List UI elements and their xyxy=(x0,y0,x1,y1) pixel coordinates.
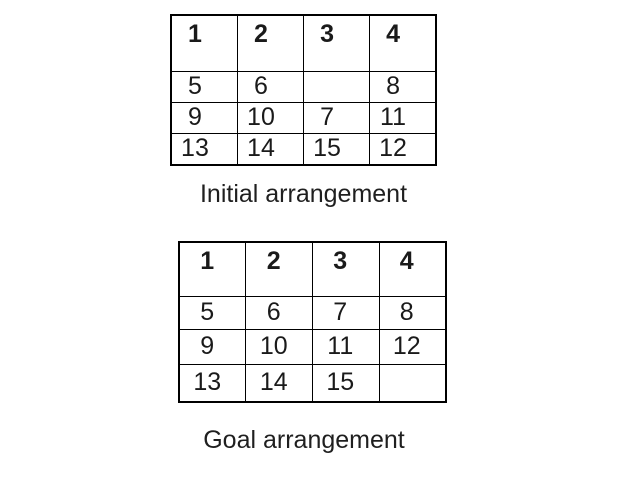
goal-arrangement-caption: Goal arrangement xyxy=(203,426,405,454)
grid-cell: 4 xyxy=(369,14,437,72)
grid-cell: 4 xyxy=(378,241,447,297)
table-row: 9 10 7 11 xyxy=(170,101,437,134)
grid-cell: 8 xyxy=(369,70,437,103)
grid-cell: 7 xyxy=(302,101,371,134)
table-row: 13 14 15 12 xyxy=(170,132,437,166)
grid-cell: 3 xyxy=(302,14,371,72)
grid-cell: 13 xyxy=(178,363,247,403)
grid-cell: 14 xyxy=(245,363,313,403)
grid-cell: 11 xyxy=(369,101,437,134)
grid-cell: 15 xyxy=(311,363,380,403)
grid-cell: 12 xyxy=(378,329,447,365)
grid-cell-blank xyxy=(302,70,371,103)
grid-cell: 8 xyxy=(378,295,447,331)
grid-cell: 13 xyxy=(170,132,238,166)
table-row: 1 2 3 4 xyxy=(178,241,447,297)
table-row: 5 6 7 8 xyxy=(178,295,447,331)
grid-cell: 2 xyxy=(245,241,313,297)
grid-cell-blank xyxy=(378,363,447,403)
grid-cell: 1 xyxy=(178,241,247,297)
initial-arrangement-table: 1 2 3 4 5 6 8 9 10 7 11 13 14 15 12 xyxy=(170,14,437,166)
grid-cell: 1 xyxy=(170,14,238,72)
table-row: 1 2 3 4 xyxy=(170,14,437,72)
grid-cell: 5 xyxy=(178,295,247,331)
grid-cell: 5 xyxy=(170,70,238,103)
table-row: 9 10 11 12 xyxy=(178,329,447,365)
table-row: 13 14 15 xyxy=(178,363,447,403)
grid-cell: 10 xyxy=(236,101,304,134)
table-row: 5 6 8 xyxy=(170,70,437,103)
grid-cell: 2 xyxy=(236,14,304,72)
grid-cell: 9 xyxy=(178,329,247,365)
grid-cell: 6 xyxy=(245,295,313,331)
grid-cell: 6 xyxy=(236,70,304,103)
goal-arrangement-table: 1 2 3 4 5 6 7 8 9 10 11 12 13 14 15 xyxy=(178,241,447,403)
grid-cell: 15 xyxy=(302,132,371,166)
initial-arrangement-caption: Initial arrangement xyxy=(199,180,408,208)
grid-cell: 3 xyxy=(311,241,380,297)
grid-cell: 7 xyxy=(311,295,380,331)
grid-cell: 10 xyxy=(245,329,313,365)
grid-cell: 11 xyxy=(311,329,380,365)
grid-cell: 9 xyxy=(170,101,238,134)
grid-cell: 14 xyxy=(236,132,304,166)
grid-cell: 12 xyxy=(369,132,437,166)
